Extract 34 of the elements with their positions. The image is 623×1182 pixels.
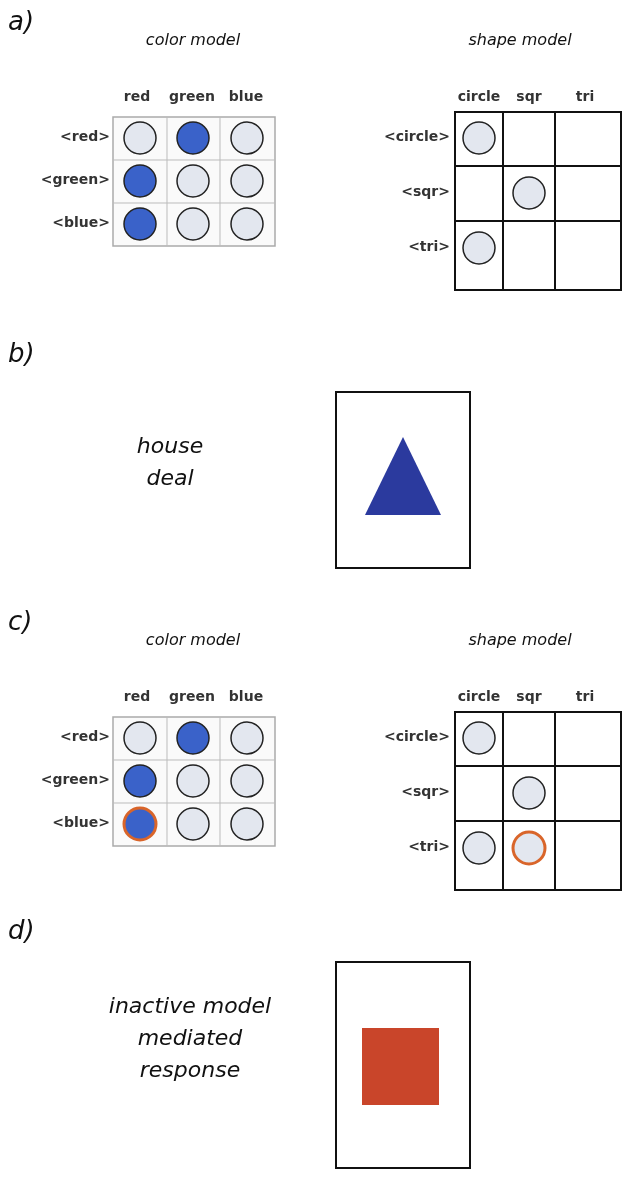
column-header: green [168,88,216,105]
row-header: <tri> [407,838,450,855]
model-title: color model [144,30,242,50]
row-header: <blue> [51,814,110,831]
row-header: <circle> [382,728,450,745]
panel-label: a) [8,6,35,38]
word-label: inactive model mediated response [107,992,273,1084]
row-header: <sqr> [400,183,450,200]
column-header: sqr [515,688,543,705]
column-header: sqr [515,88,543,105]
column-header: red [122,88,152,105]
word-label: house deal [135,432,205,492]
model-title: shape model [467,630,573,650]
column-header: blue [227,88,265,105]
panel-label: d) [8,915,35,947]
panel-label: b) [8,338,35,370]
column-header: tri [574,688,596,705]
row-header: <red> [59,728,110,745]
column-header: blue [227,688,265,705]
row-header: <green> [39,771,110,788]
column-header: tri [574,88,596,105]
column-header: circle [456,688,502,705]
column-header: green [168,688,216,705]
row-header: <green> [39,171,110,188]
column-header: circle [456,88,502,105]
model-title: shape model [467,30,573,50]
panel-label: c) [8,606,33,638]
row-header: <circle> [382,128,450,145]
row-header: <red> [59,128,110,145]
model-title: color model [144,630,242,650]
row-header: <sqr> [400,783,450,800]
row-header: <tri> [407,238,450,255]
column-header: red [122,688,152,705]
row-header: <blue> [51,214,110,231]
